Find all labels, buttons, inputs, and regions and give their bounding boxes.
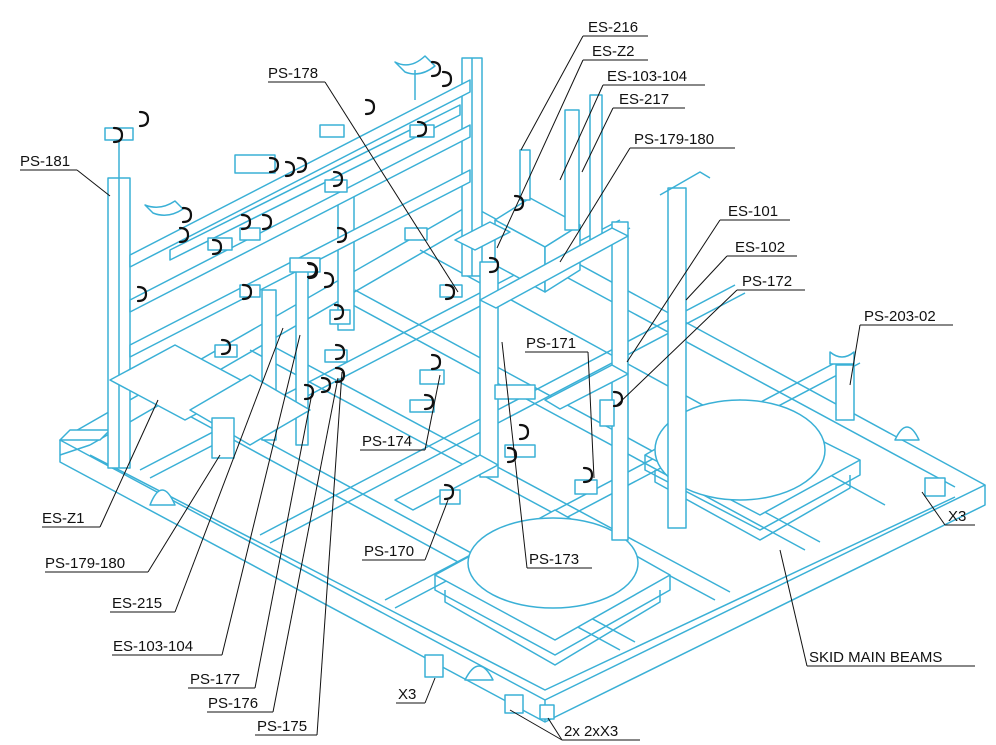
tank-front	[434, 509, 671, 666]
left-pipe-rack	[104, 55, 483, 469]
callout-labels: ES-216 ES-Z2 ES-103-104 ES-217 PS-178 PS…	[20, 19, 966, 740]
label-es-217: ES-217	[619, 91, 669, 108]
label-ps-170: PS-170	[364, 543, 414, 560]
label-ps-203-02: PS-203-02	[864, 308, 936, 325]
label-ps-181: PS-181	[20, 153, 70, 170]
label-x3-bottom: X3	[398, 686, 416, 703]
label-ps-172: PS-172	[742, 273, 792, 290]
label-ps-175: PS-175	[257, 718, 307, 735]
label-es-103-104-top: ES-103-104	[607, 68, 687, 85]
label-es-216: ES-216	[588, 19, 638, 36]
label-ps-179-180-top: PS-179-180	[634, 131, 714, 148]
pipe-support-clamps	[112, 60, 624, 501]
callout-leaders	[20, 35, 975, 741]
label-es-101: ES-101	[728, 203, 778, 220]
label-ps-179-180-bottom: PS-179-180	[45, 555, 125, 572]
label-ps-178: PS-178	[268, 65, 318, 82]
label-es-z1: ES-Z1	[42, 510, 85, 527]
label-ps-177: PS-177	[190, 671, 240, 688]
label-skid-main-beams: SKID MAIN BEAMS	[809, 649, 942, 666]
label-ps-173: PS-173	[529, 551, 579, 568]
label-es-z2: ES-Z2	[592, 43, 635, 60]
label-ps-176: PS-176	[208, 695, 258, 712]
label-ps-174: PS-174	[362, 433, 412, 450]
label-ps-171: PS-171	[526, 335, 576, 352]
label-x3-right: X3	[948, 508, 966, 525]
label-es-103-104-bottom: ES-103-104	[113, 638, 193, 655]
tank-rear	[644, 399, 861, 541]
label-es-215: ES-215	[112, 595, 162, 612]
label-2x-2xx3: 2x 2xX3	[564, 723, 618, 740]
label-es-102: ES-102	[735, 239, 785, 256]
